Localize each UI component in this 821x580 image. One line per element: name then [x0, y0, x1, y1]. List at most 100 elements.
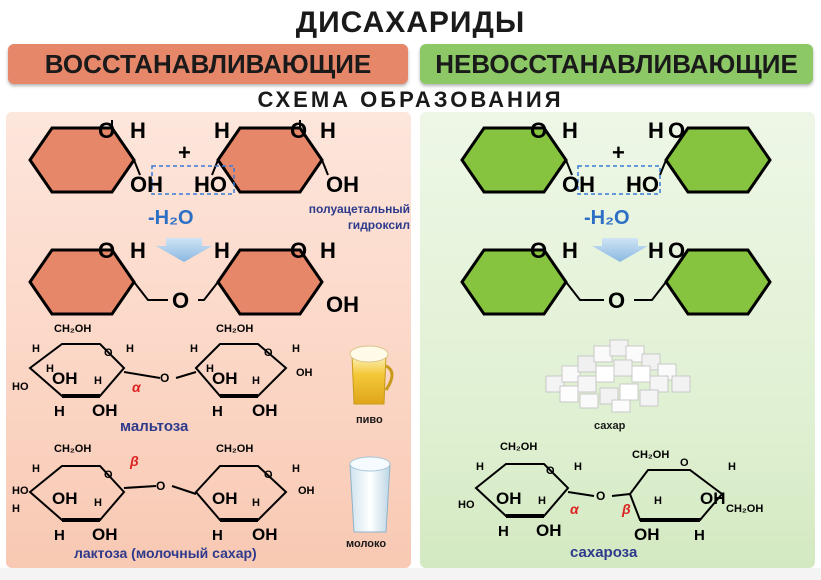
left-oh-2: OH [326, 172, 359, 197]
footer-strip [0, 568, 821, 580]
sucrose-ch2oh-3: CH₂OH [726, 503, 763, 515]
left-h-4: H [130, 238, 146, 263]
lactose-oh-5: OH [252, 525, 278, 544]
sucrose-h-6: H [654, 495, 662, 507]
left-h-5: H [214, 238, 230, 263]
right-h-2: H [648, 118, 664, 143]
left-o-4: O [290, 238, 307, 263]
right-h-1: H [562, 118, 578, 143]
maltose-alpha: α [132, 379, 142, 395]
left-o-2: O [290, 118, 307, 143]
lactose-h-3: H [94, 497, 102, 509]
sucrose-h-3: H [538, 495, 546, 507]
sucrose-formula [474, 463, 724, 522]
right-o-1: O [530, 118, 547, 143]
milk-caption: молоко [346, 538, 387, 550]
lactose-beta: β [129, 453, 139, 469]
lactose-h-4: H [54, 527, 65, 544]
right-ho-1: HO [626, 172, 659, 197]
scheme-subtitle: СХЕМА ОБРАЗОВАНИЯ [257, 87, 564, 112]
right-oh-1: OH [562, 172, 595, 197]
maltose-h-10: H [212, 403, 223, 420]
maltose-h-2: H [126, 343, 134, 355]
lactose-oh-3: OH [212, 489, 238, 508]
maltose-h-9: H [252, 375, 260, 387]
lactose-bridge-o: O [156, 479, 165, 493]
lactose-oh-4: OH [298, 485, 315, 497]
hemiacetal-label-1: полуацетальный [309, 202, 410, 216]
left-hexagon-3 [28, 248, 136, 316]
left-plus: + [178, 140, 191, 165]
lactose-o-ring-1: O [104, 469, 113, 481]
sucrose-ch2oh-2: CH₂OH [632, 449, 669, 461]
right-hexagon-4 [664, 248, 772, 316]
sucrose-h-5: H [728, 461, 736, 473]
maltose-o-ring-2: O [264, 347, 273, 359]
right-o-3: O [530, 238, 547, 263]
sucrose-h-1: H [476, 461, 484, 473]
maltose-oh-1: OH [52, 369, 78, 388]
lactose-oh-2: OH [92, 525, 118, 544]
milk-glass-image [349, 456, 391, 533]
left-h-6: H [320, 238, 336, 263]
lactose-o-ring-2: O [264, 469, 273, 481]
left-oh-1: OH [130, 172, 163, 197]
maltose-h-5: H [54, 403, 65, 420]
right-bridge-o: O [608, 288, 625, 313]
lactose-caption: лактоза (молочный сахар) [74, 545, 257, 561]
left-h-3: H [320, 118, 336, 143]
maltose-h-7: H [292, 343, 300, 355]
sucrose-o-ring-2: O [680, 457, 689, 469]
left-h-1: H [130, 118, 146, 143]
reducing-header: ВОССТАНАВЛИВАЮЩИЕ [8, 44, 408, 84]
sugar-cubes-image [545, 339, 691, 413]
sucrose-h-4: H [498, 523, 509, 540]
left-o-1: O [98, 118, 115, 143]
left-hexagon-1 [28, 126, 136, 194]
right-o-4: O [668, 238, 685, 263]
maltose-h-3: H [46, 363, 54, 375]
sucrose-oh-1: OH [496, 489, 522, 508]
lactose-ch2oh-1: CH₂OH [54, 443, 91, 455]
left-o-3: O [98, 238, 115, 263]
right-hexagon-1 [460, 126, 568, 194]
maltose-caption: мальтоза [120, 418, 189, 435]
left-oh-3: OH [326, 292, 359, 317]
right-h-3: H [562, 238, 578, 263]
sucrose-ch2oh-1: CH₂OH [500, 441, 537, 453]
maltose-ho-1: HO [12, 381, 29, 393]
left-hexagon-4 [216, 248, 324, 316]
beer-glass-image [349, 345, 394, 405]
maltose-h-8: H [206, 363, 214, 375]
maltose-formula [28, 343, 288, 398]
lactose-formula [28, 465, 288, 522]
lactose-oh-1: OH [52, 489, 78, 508]
sucrose-o-ring-1: O [546, 465, 555, 477]
sucrose-h-7: H [694, 527, 705, 544]
page-title: ДИСАХАРИДЫ [295, 6, 526, 39]
right-water: -H₂O [584, 207, 630, 229]
sucrose-caption: сахароза [570, 544, 638, 561]
maltose-ch2oh-2: CH₂OH [216, 323, 253, 335]
lactose-ho-1: HO [12, 485, 29, 497]
left-ho-1: HO [194, 172, 227, 197]
lactose-h-1: H [32, 463, 40, 475]
left-h-2: H [214, 118, 230, 143]
sucrose-oh-4: OH [634, 525, 660, 544]
lactose-h-6: H [252, 497, 260, 509]
maltose-oh-4: OH [296, 367, 313, 379]
right-plus: + [612, 140, 625, 165]
maltose-h-1: H [32, 343, 40, 355]
sucrose-h-2: H [574, 461, 582, 473]
maltose-oh-5: OH [252, 401, 278, 420]
lactose-h-7: H [212, 527, 223, 544]
sugar-caption: сахар [594, 420, 626, 432]
non-reducing-header: НЕВОССТАНАВЛИВАЮЩИЕ [420, 44, 813, 84]
beer-caption: пиво [356, 414, 383, 426]
maltose-oh-2: OH [92, 401, 118, 420]
sucrose-ho-1: HO [458, 499, 475, 511]
left-water: -H₂O [148, 207, 194, 229]
right-hexagon-2 [664, 126, 772, 194]
left-down-arrow [156, 238, 212, 262]
